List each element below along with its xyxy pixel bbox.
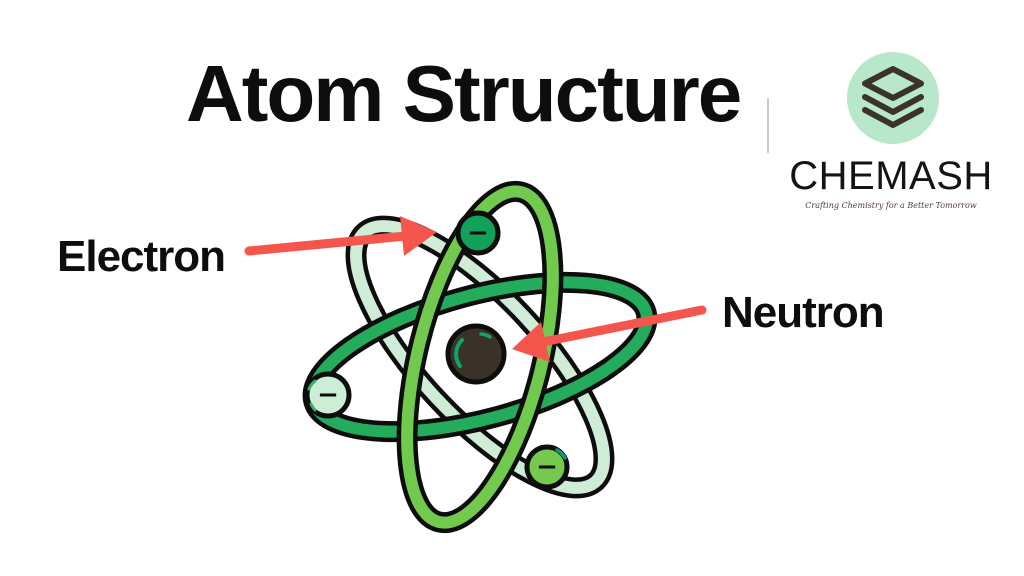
- electron-label: Electron: [57, 232, 226, 281]
- brand-tagline: Crafting Chemistry for a Better Tomorrow: [805, 201, 977, 210]
- electron-left: −: [304, 371, 352, 419]
- brand-logo: CHEMASH Crafting Chemistry for a Better …: [741, 50, 1024, 215]
- electron-bottom: −: [524, 444, 570, 490]
- neutron-arrow: [512, 305, 707, 362]
- layers-icon: [847, 52, 939, 144]
- electron-bottom-charge: −: [536, 452, 558, 482]
- brand-name: CHEMASH: [789, 154, 993, 198]
- text-cursor: [767, 98, 769, 153]
- electron-top-charge: −: [467, 218, 489, 248]
- page-title: Atom Structure: [186, 49, 742, 138]
- neutron-label: Neutron: [722, 288, 885, 337]
- orbit-bright-green: [396, 180, 564, 534]
- nucleus: [445, 323, 507, 385]
- orbit-pale-green: [345, 215, 615, 499]
- electron-left-charge: −: [317, 380, 339, 410]
- electron-arrow: [244, 216, 437, 256]
- electron-top: −: [455, 210, 501, 256]
